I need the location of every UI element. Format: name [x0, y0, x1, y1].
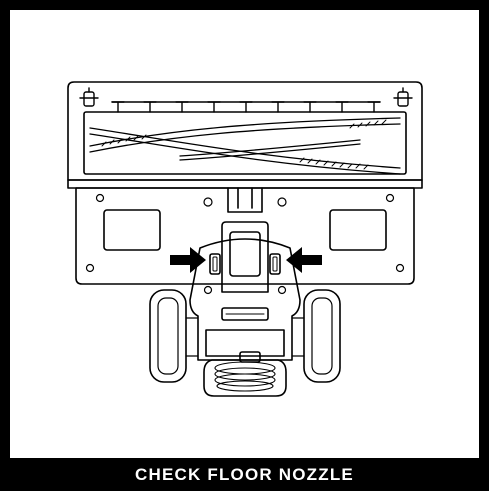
neck-column: [221, 221, 269, 293]
right-wheel: [291, 289, 341, 383]
caption: CHECK FLOOR NOZZLE: [135, 464, 354, 484]
neck-connector: [227, 187, 263, 213]
pivot-screw-right: [277, 285, 287, 295]
arrow-left-icon: [286, 247, 322, 273]
swivel-cup: [203, 359, 287, 397]
base-screws: [85, 193, 405, 273]
brush-bristle-hatching: [101, 119, 387, 170]
brush-roll: [89, 117, 401, 175]
arrow-right-icon: [170, 247, 206, 273]
neck-release-tab: [229, 231, 261, 277]
left-release-button: [209, 253, 221, 275]
diagram-panel: [10, 10, 479, 458]
lower-connector: [205, 329, 285, 357]
front-bumper: [67, 179, 423, 189]
right-latch: [393, 87, 413, 107]
hose-ring-ribs: [214, 361, 276, 392]
pivot-housing: [189, 238, 301, 361]
nozzle-base: [75, 187, 415, 285]
left-vent-panel: [103, 209, 161, 251]
right-release-button-inner: [272, 256, 278, 272]
left-release-button-inner: [212, 256, 218, 272]
right-release-button: [269, 253, 281, 275]
brush-guard-teeth: [111, 101, 381, 113]
pivot-screw-left: [203, 285, 213, 295]
pivot-slot: [221, 307, 269, 321]
floor-nozzle-illustration: [67, 81, 423, 397]
right-vent-panel: [329, 209, 387, 251]
left-latch: [79, 87, 99, 107]
brush-roll-window: [83, 111, 407, 175]
left-wheel: [149, 289, 199, 383]
